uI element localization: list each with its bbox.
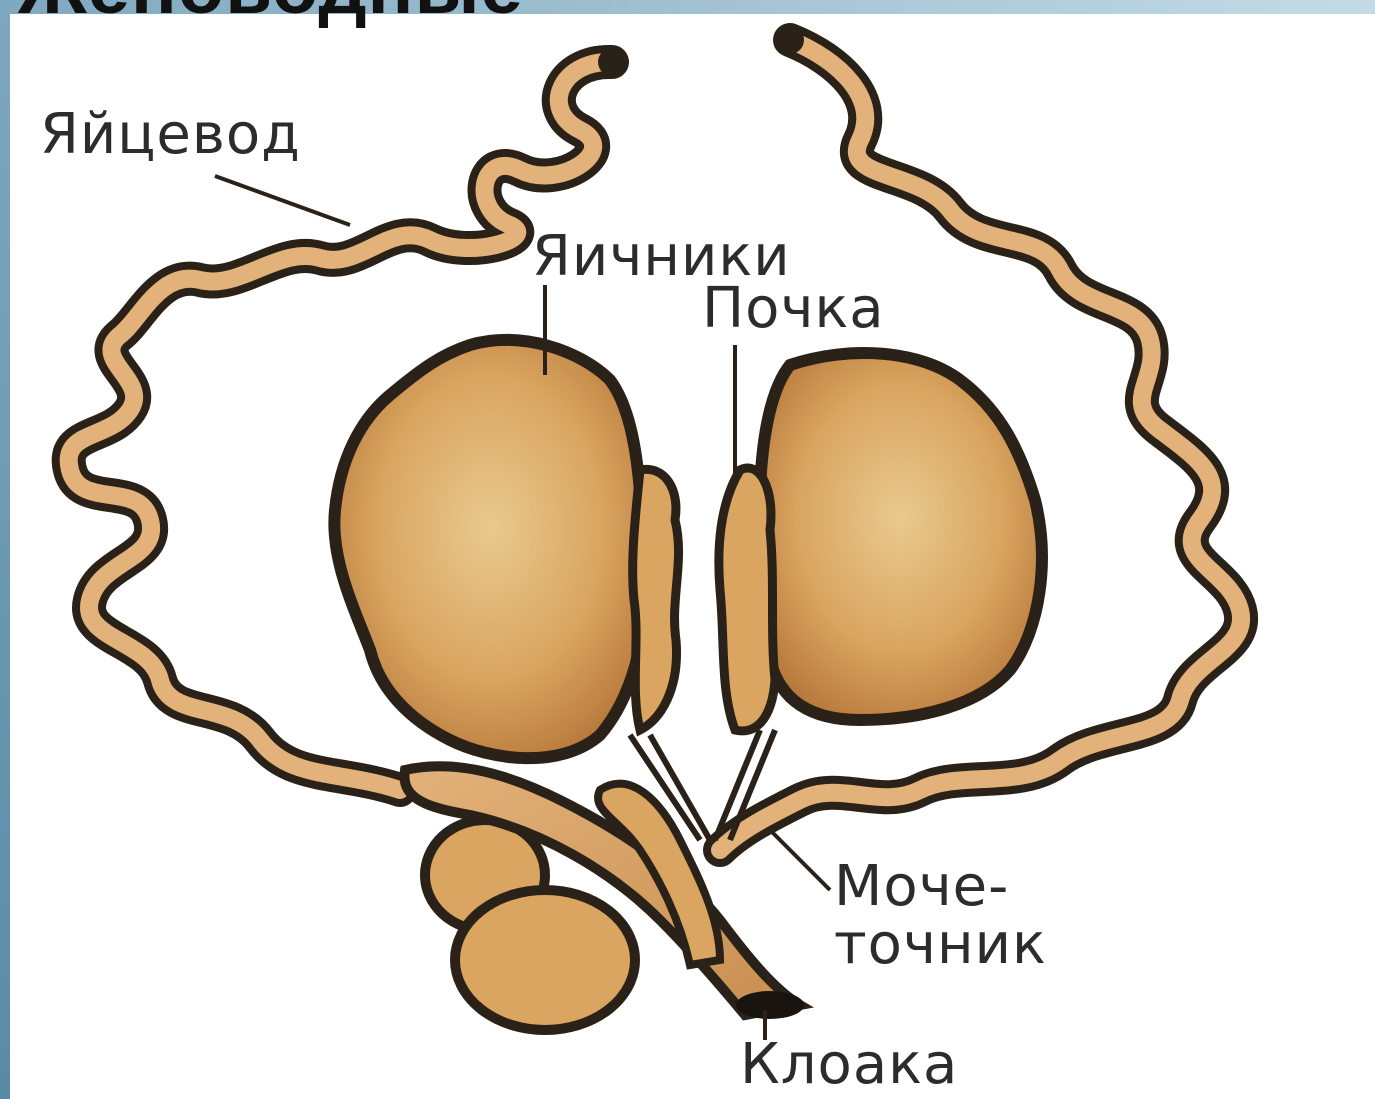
label-ureter-line1: Моче- xyxy=(834,858,1047,916)
label-ureter-line2: точник xyxy=(834,916,1047,974)
label-oviduct: Яйцевод xyxy=(40,102,301,167)
label-kidney: Почка xyxy=(702,276,885,341)
cloaca-opening xyxy=(736,991,804,1019)
right-ovary xyxy=(758,353,1042,720)
left-kidney xyxy=(633,469,679,730)
label-ureter: Моче- точник xyxy=(834,858,1047,974)
label-cloaca: Клоака xyxy=(740,1032,958,1097)
right-kidney xyxy=(719,468,775,731)
left-ovary xyxy=(334,340,645,758)
